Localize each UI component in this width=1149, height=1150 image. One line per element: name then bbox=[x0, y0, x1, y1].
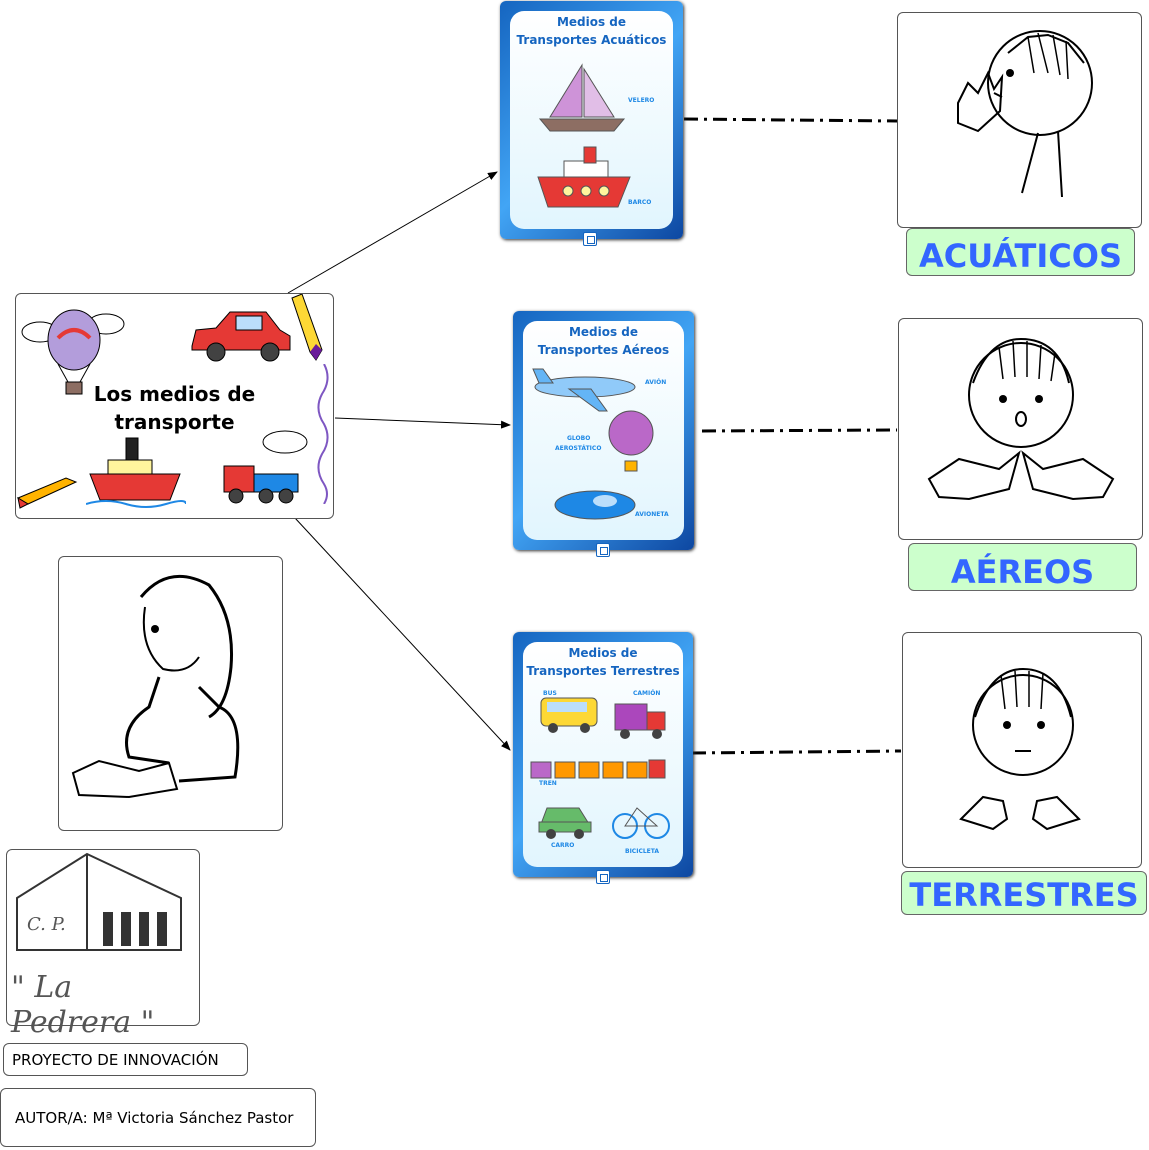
school-logo-line2: " La Pedrera " bbox=[11, 970, 155, 1040]
map-link-icon[interactable] bbox=[596, 543, 610, 557]
card-aquatic-label-velero: VELERO bbox=[628, 97, 655, 104]
card-land-label-carro: CARRO bbox=[551, 842, 575, 849]
hot-air-balloon-icon bbox=[608, 410, 654, 472]
card-aquatic-transport[interactable]: Medios de Transportes Acuáticos VELERO B… bbox=[500, 1, 683, 246]
wavy-line-decoration bbox=[317, 364, 329, 504]
ship-icon bbox=[86, 437, 186, 508]
project-label[interactable]: PROYECTO DE INNOVACIÓN bbox=[3, 1043, 248, 1076]
card-aquatic-inner: Medios de Transportes Acuáticos VELERO B… bbox=[510, 11, 673, 229]
sailboat-icon bbox=[538, 63, 626, 132]
card-land-label-tren: TREN bbox=[539, 780, 557, 787]
central-title-line1: Los medios de bbox=[93, 382, 256, 406]
card-land-label-camion: CAMIÓN bbox=[633, 690, 661, 697]
card-air-transport[interactable]: Medios de Transportes Aéreos AVIÓN GLOBO… bbox=[513, 311, 694, 557]
card-aquatic-title-line1: Medios de bbox=[556, 15, 627, 29]
card-air-label-aerostatico: AEROSTÁTICO bbox=[555, 445, 602, 452]
card-aquatic-title-line2: Transportes Acuáticos bbox=[516, 33, 667, 47]
category-label-acuaticos[interactable]: ACUÁTICOS bbox=[906, 228, 1135, 276]
card-land-label-bus: BUS bbox=[543, 690, 557, 697]
connector-arrow-aereos bbox=[334, 417, 511, 429]
woman-signing-icon bbox=[71, 574, 240, 799]
sign-boy-hands-flying-icon bbox=[927, 337, 1115, 501]
central-title-line2: transporte bbox=[114, 410, 235, 434]
card-land-transport[interactable]: Medios de Transportes Terrestres BUS CAM… bbox=[513, 632, 693, 884]
category-label-terrestres[interactable]: TERRESTRES bbox=[901, 871, 1147, 915]
bus-icon bbox=[540, 697, 598, 733]
sign-image-acuaticos bbox=[897, 12, 1142, 228]
central-topic[interactable]: Los medios de transporte bbox=[15, 293, 334, 519]
central-topic-title: Los medios de transporte bbox=[16, 380, 333, 436]
pencil-icon bbox=[16, 477, 78, 509]
sign-image-aereos bbox=[898, 318, 1143, 540]
map-link-icon[interactable] bbox=[596, 870, 610, 884]
card-aquatic-label-barco: BARCO bbox=[628, 199, 652, 206]
card-air-inner: Medios de Transportes Aéreos AVIÓN GLOBO… bbox=[523, 321, 684, 540]
school-logo: C. P. " La Pedrera " bbox=[6, 849, 200, 1040]
crayon-icon bbox=[291, 294, 323, 361]
card-land-label-bicicleta: BICICLETA bbox=[625, 848, 660, 855]
steamboat-icon bbox=[537, 146, 631, 208]
school-building-logo-icon bbox=[16, 852, 182, 951]
card-land-title-line1: Medios de bbox=[568, 646, 638, 660]
sign-boy-hands-ground-icon bbox=[959, 667, 1081, 831]
card-land-title-line2: Transportes Terrestres bbox=[526, 664, 680, 678]
map-link-icon[interactable] bbox=[583, 232, 597, 246]
card-air-label-avion: AVIÓN bbox=[645, 379, 667, 386]
balloon-icon bbox=[21, 309, 125, 395]
green-car-icon bbox=[538, 807, 592, 839]
airplane-icon bbox=[532, 368, 636, 412]
card-air-label-avioneta: AVIONETA bbox=[635, 511, 669, 518]
card-air-title-line2: Transportes Aéreos bbox=[537, 343, 670, 357]
small-plane-icon bbox=[554, 490, 636, 520]
truck-icon bbox=[614, 703, 666, 739]
card-land-title: Medios de Transportes Terrestres bbox=[523, 642, 683, 680]
school-logo-line1: C. P. bbox=[27, 914, 66, 935]
card-air-label-globo: GLOBO bbox=[567, 435, 591, 442]
category-label-aereos[interactable]: AÉREOS bbox=[908, 543, 1137, 591]
card-air-title-line1: Medios de bbox=[568, 325, 639, 339]
dashed-link-aereos bbox=[701, 428, 898, 433]
card-air-title: Medios de Transportes Aéreos bbox=[523, 321, 684, 359]
train-icon bbox=[223, 465, 299, 504]
connector-arrow-acuaticos bbox=[287, 171, 498, 294]
train-cars-icon bbox=[530, 759, 666, 779]
bicycle-icon bbox=[612, 807, 670, 839]
dashed-link-acuaticos bbox=[683, 117, 898, 123]
car-icon bbox=[191, 311, 291, 362]
author-label[interactable]: AUTOR/A: Mª Victoria Sánchez Pastor bbox=[0, 1088, 316, 1147]
sign-image-terrestres bbox=[902, 632, 1142, 868]
dashed-link-terrestres bbox=[691, 749, 902, 755]
cloud-icon bbox=[262, 430, 308, 454]
connector-arrow-terrestres bbox=[294, 517, 511, 751]
sign-boy-hand-mouth-icon bbox=[957, 30, 1093, 198]
card-land-inner: Medios de Transportes Terrestres BUS CAM… bbox=[523, 642, 683, 867]
card-aquatic-title: Medios de Transportes Acuáticos bbox=[510, 11, 673, 49]
teacher-sign-image bbox=[58, 556, 283, 831]
